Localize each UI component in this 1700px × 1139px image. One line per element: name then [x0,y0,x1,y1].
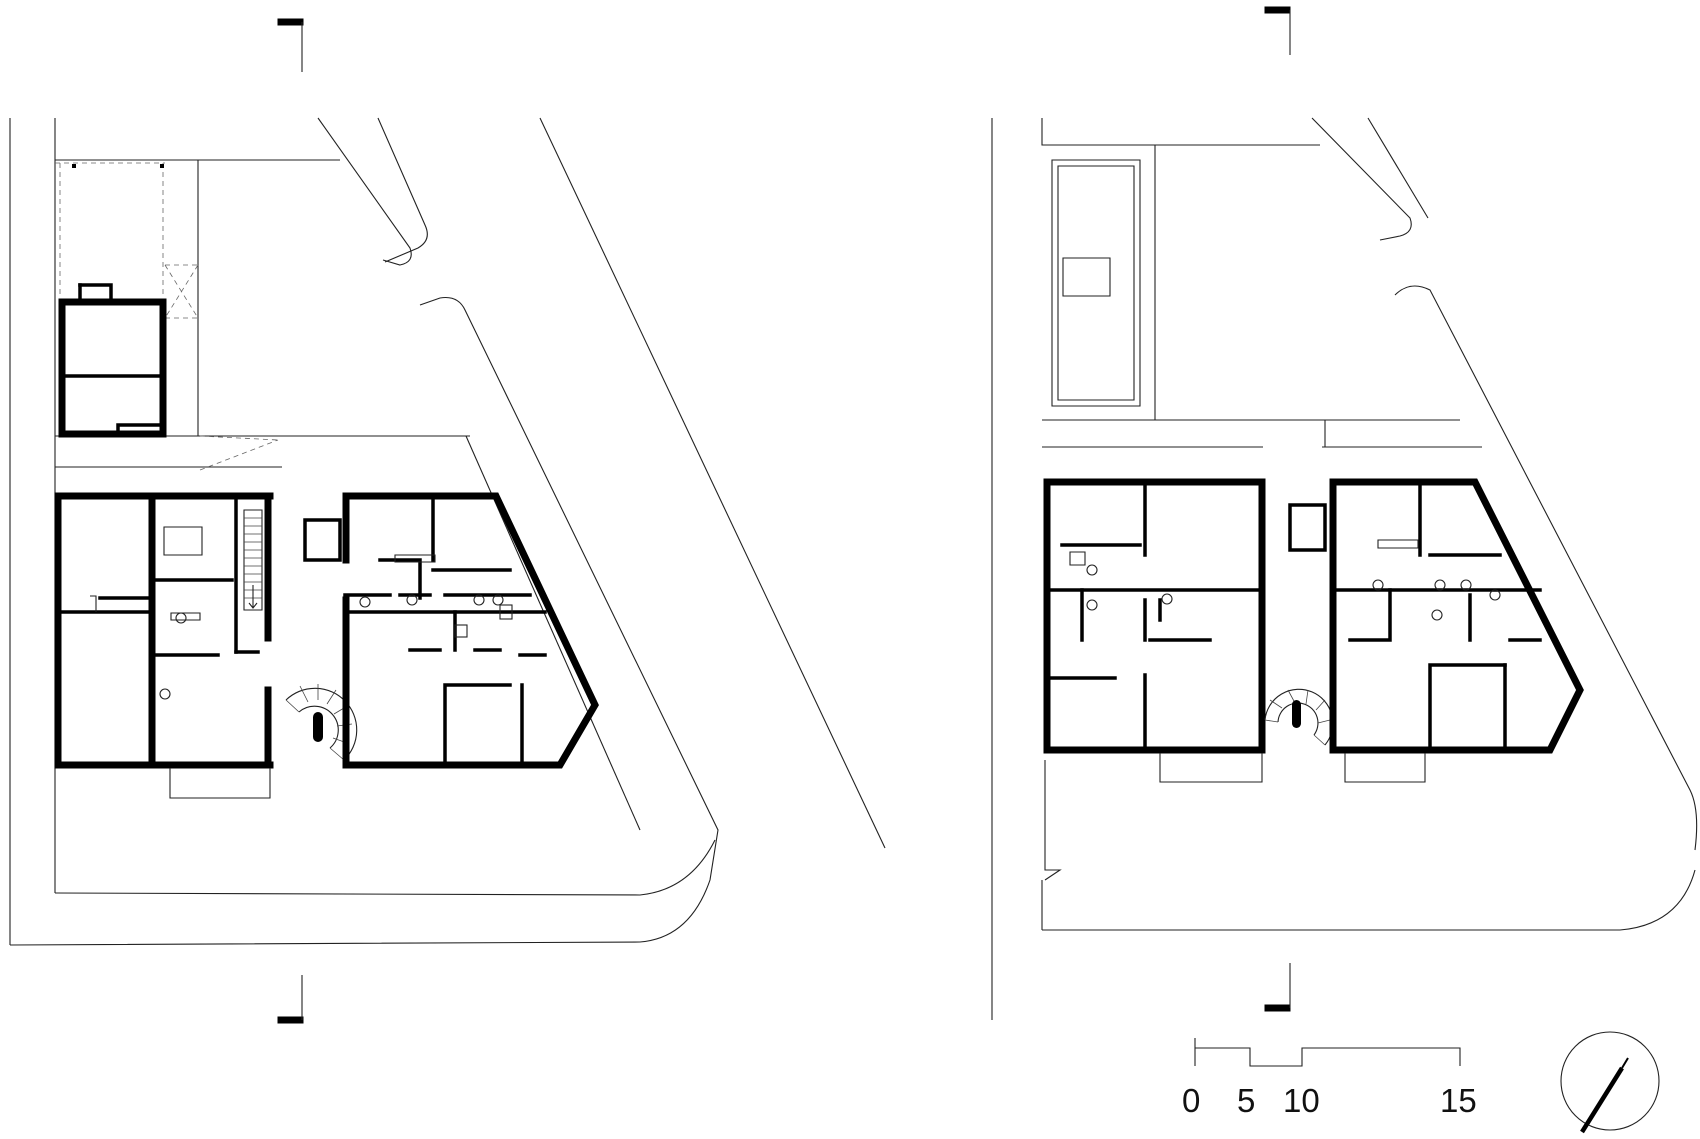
scale-label-10: 10 [1283,1082,1320,1119]
scale-label-0: 0 [1182,1082,1200,1119]
section-marker-bottom-right [1264,963,1291,1012]
garden-structure [55,162,279,471]
section-marker-bottom-left [277,975,304,1024]
section-marker-top-left [277,18,304,72]
site-outline-left [9,117,886,946]
north-arrow-icon [1560,1031,1660,1134]
scale-bar: 0 5 10 15 [1182,1038,1477,1119]
section-marker-top-right [1264,6,1291,55]
building-walls-left [54,492,599,799]
building-walls-right [1043,478,1584,783]
scale-label-15: 15 [1440,1082,1477,1119]
scale-label-5: 5 [1237,1082,1255,1119]
spiral-stair-right [1264,688,1334,746]
site-outline-right [991,117,1698,1020]
outbuilding [58,283,167,438]
terrace-frame [1051,159,1141,407]
ground-floor-plan [9,18,886,1024]
upper-floor-plan [991,6,1698,1020]
